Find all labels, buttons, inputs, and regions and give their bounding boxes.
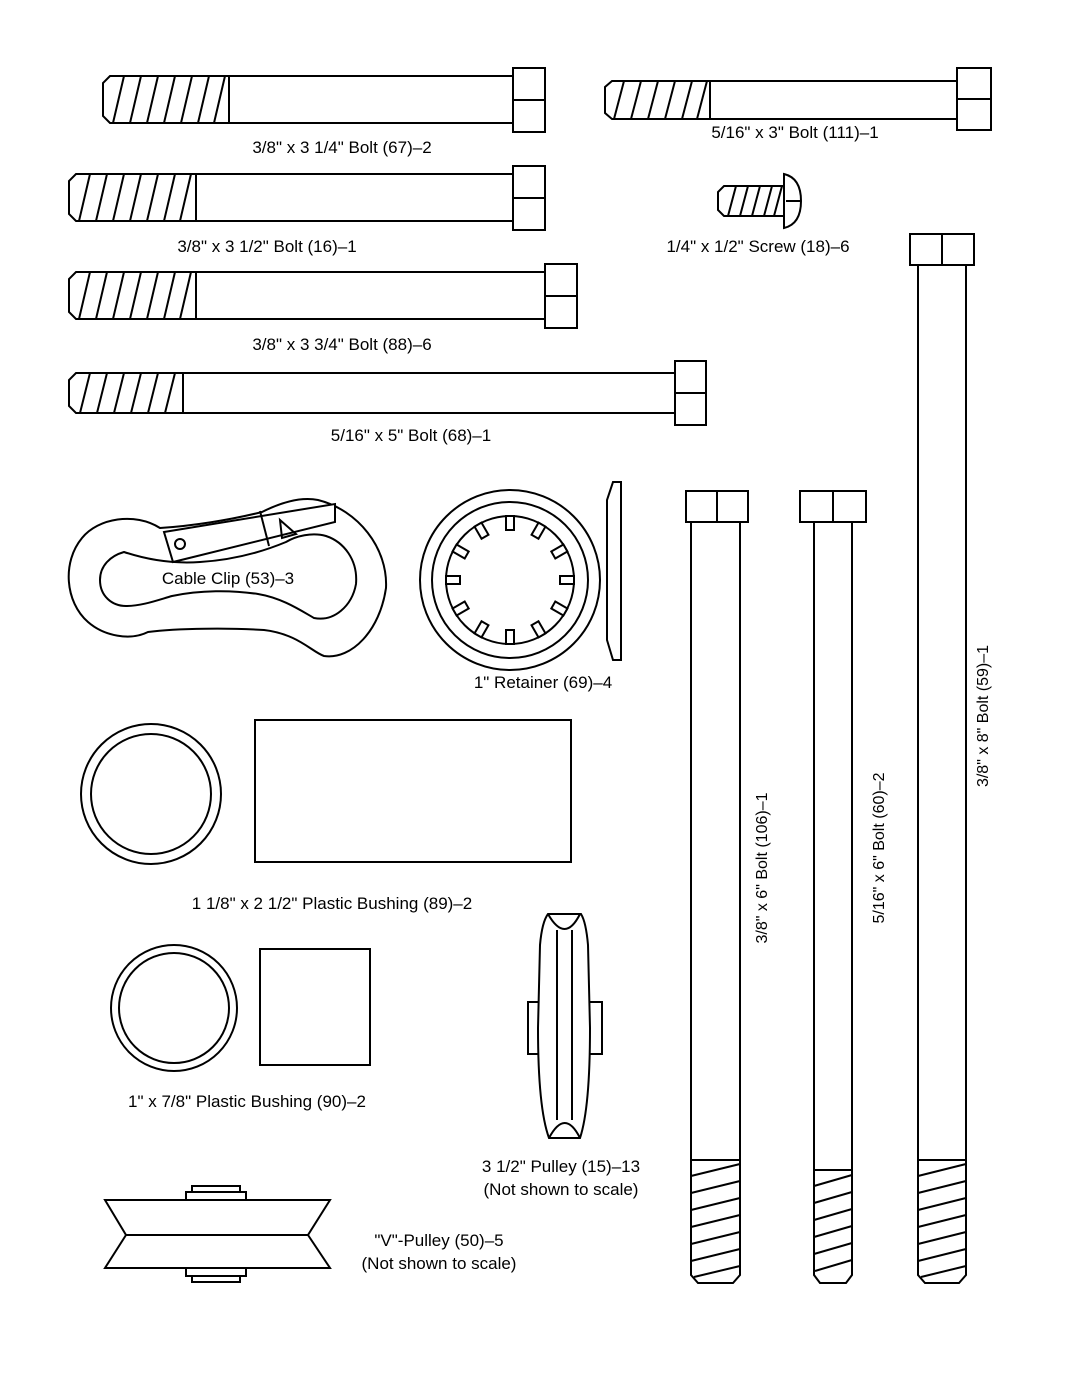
bolt-68-label: 5/16" x 5" Bolt (68)–1 [331, 426, 491, 445]
bolt-111-label: 5/16" x 3" Bolt (111)–1 [711, 123, 878, 142]
cable-clip-label: Cable Clip (53)–3 [162, 569, 294, 588]
cable-clip-icon [67, 498, 388, 658]
bushing-90-icon [110, 944, 371, 1072]
retainer-tab [559, 575, 575, 585]
retainer-tab [473, 521, 490, 541]
bolt-111-icon [604, 67, 992, 131]
v-pulley-label-line1: "V"-Pulley (50)–5 [374, 1231, 503, 1250]
screw-18-icon [717, 172, 803, 230]
bolt-67-icon [102, 67, 546, 133]
v-pulley-label-line2: (Not shown to scale) [362, 1254, 517, 1273]
bolt-60-label: 5/16" x 6" Bolt (60)–2 [871, 772, 888, 923]
bushing-89-label: 1 1/8" x 2 1/2" Plastic Bushing (89)–2 [192, 894, 472, 913]
bushing-90-label: 1" x 7/8" Plastic Bushing (90)–2 [128, 1092, 366, 1111]
pulley-15-label-line2: (Not shown to scale) [484, 1180, 639, 1199]
bolt-59-label: 3/8" x 8" Bolt (59)–1 [975, 645, 992, 787]
retainer-tab [530, 521, 547, 541]
retainer-label: 1" Retainer (69)–4 [474, 673, 612, 692]
retainer-tabs [445, 515, 575, 645]
retainer-tab [549, 543, 569, 560]
bolt-68-icon [68, 360, 707, 426]
bolt-59-icon [909, 233, 975, 1284]
pulley-15-icon [527, 913, 603, 1139]
bolt-106-label: 3/8" x 6" Bolt (106)–1 [754, 792, 771, 943]
bolt-88-icon [68, 263, 578, 329]
pulley-15-label-line1: 3 1/2" Pulley (15)–13 [482, 1157, 640, 1176]
bolt-16-icon [68, 165, 546, 231]
retainer-tab [451, 543, 471, 560]
retainer-tab [549, 600, 569, 617]
retainer-tab [505, 515, 515, 531]
bolt-16-label: 3/8" x 3 1/2" Bolt (16)–1 [177, 237, 356, 256]
bushing-89-icon [80, 719, 572, 865]
retainer-tab [445, 575, 461, 585]
retainer-tab [530, 619, 547, 639]
screw-18-label: 1/4" x 1/2" Screw (18)–6 [666, 237, 849, 256]
retainer-tab [451, 600, 471, 617]
retainer-69-icon [419, 481, 622, 671]
bolt-60-icon [799, 490, 867, 1284]
bolt-67-label: 3/8" x 3 1/4" Bolt (67)–2 [252, 138, 431, 157]
bolt-106-icon [685, 490, 749, 1284]
bolt-88-label: 3/8" x 3 3/4" Bolt (88)–6 [252, 335, 431, 354]
retainer-tab [505, 629, 515, 645]
retainer-tab [473, 619, 490, 639]
v-pulley-50-icon [103, 1185, 332, 1283]
